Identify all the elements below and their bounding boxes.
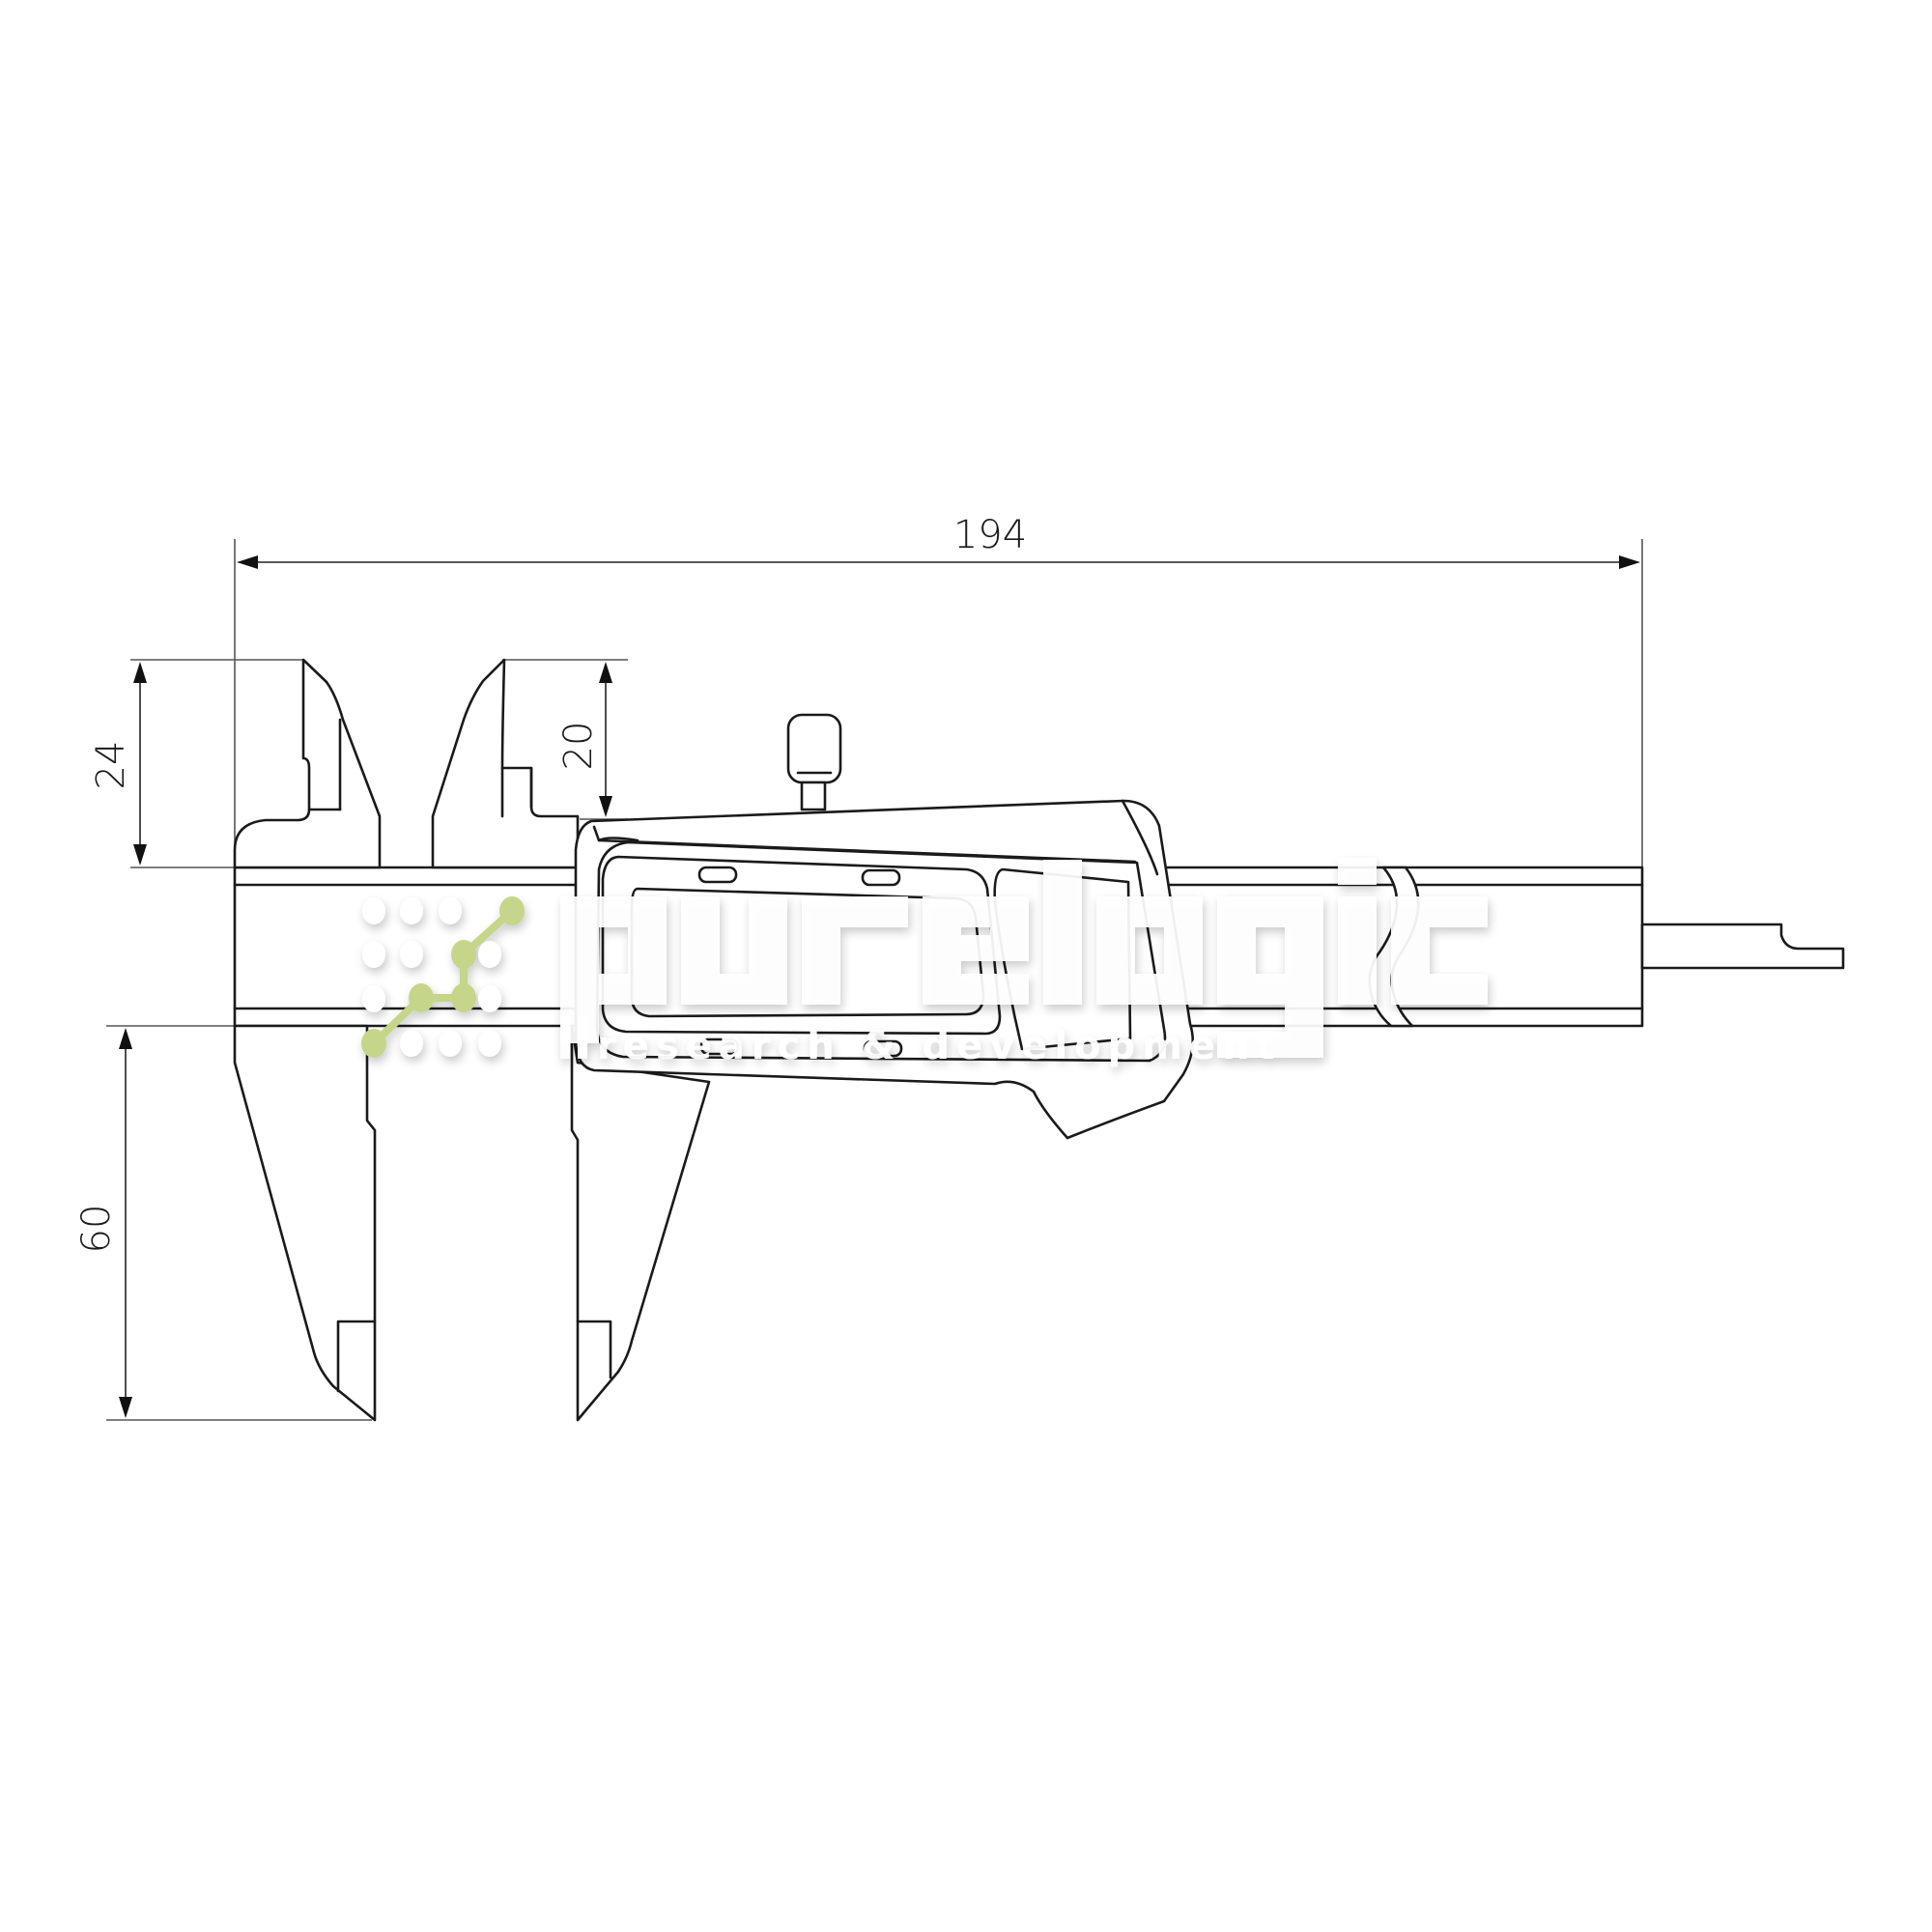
fixed-jaw [233,658,382,1422]
dim-label-24: 24 [89,741,133,790]
button-bottom-left [699,1037,740,1056]
extension-lines [106,539,1643,1421]
logo-dot-grid-icon [362,897,501,1057]
dimension-lower-jaw: 60 [74,1028,132,1418]
sliding-jaw [431,658,711,1422]
button-top-left [697,866,738,884]
dimension-inner-jaw: 20 [556,662,612,817]
watermark-logo: research & development [361,858,1488,1068]
logo-wordmark [560,858,1488,1058]
button-bottom-right [863,1039,903,1058]
dimension-outer-jaw: 24 [89,662,147,866]
button-top-right [861,868,901,887]
dimension-overall-length: 194 [237,513,1640,569]
dim-label-60: 60 [74,1205,119,1254]
dim-label-194: 194 [953,513,1027,557]
tagline-bar-icon [560,1016,570,1059]
depth-rod [1640,923,1845,970]
logo-tagline: research & development [597,1024,1282,1068]
logo-accent-line-icon [361,896,525,1058]
dim-label-20: 20 [556,722,601,771]
